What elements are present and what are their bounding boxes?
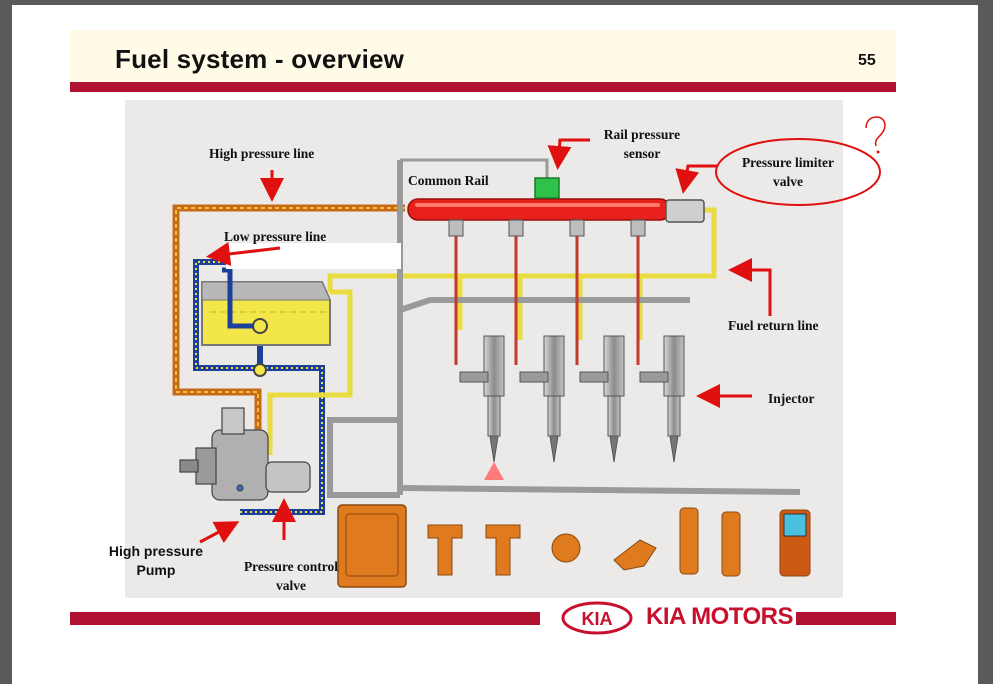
sensor-4 — [613, 539, 657, 571]
label-pressure-control-valve: Pressure control valve — [243, 559, 339, 593]
highlight-ellipse — [715, 138, 881, 206]
injectors — [459, 335, 685, 480]
injector-feed-pipes — [454, 235, 640, 365]
wiring-harness — [327, 158, 801, 498]
injector-1 — [459, 335, 505, 463]
common-rail — [407, 177, 705, 223]
label-low-pressure-line: Low pressure line — [224, 229, 327, 244]
label-rail-pressure-sensor: Rail pressure sensor — [603, 127, 681, 161]
ecu — [337, 504, 407, 588]
kia-motors-brand: KIA MOTORS — [646, 603, 794, 630]
fuel-tank — [201, 267, 331, 377]
high-pressure-line — [172, 204, 405, 455]
label-high-pressure-line: High pressure line — [209, 146, 315, 161]
question-mark-icon — [865, 116, 886, 154]
high-pressure-pump — [179, 407, 311, 501]
label-high-pressure-pump: High pressure Pump — [108, 543, 204, 578]
sensor-1 — [427, 524, 463, 576]
fuel-spray — [484, 462, 504, 480]
annotation-arrow-icon — [199, 521, 240, 544]
kia-logo-text: KIA — [582, 609, 613, 629]
rail-fittings — [448, 219, 646, 237]
slide-title: Fuel system - overview — [115, 44, 405, 74]
label-common-rail: Common Rail — [408, 173, 489, 188]
pressure-limiter-valve — [665, 199, 705, 223]
sensors — [427, 507, 811, 577]
injector-3 — [579, 335, 625, 463]
label-backdrop — [226, 243, 401, 269]
kia-oval-logo-icon: KIA — [561, 601, 633, 635]
annotation-arrows — [199, 138, 772, 544]
label-injector: Injector — [768, 391, 815, 406]
label-fuel-return-line: Fuel return line — [728, 318, 819, 333]
injector-2 — [519, 335, 565, 463]
footer-rule — [70, 612, 540, 625]
annotation-arrow-icon — [728, 258, 772, 316]
footer-rule — [796, 612, 896, 625]
label-pressure-limiter-valve: Pressure limiter valve — [741, 155, 835, 189]
title-rule — [70, 82, 896, 92]
rail-pressure-sensor — [534, 177, 560, 199]
header-band — [70, 30, 896, 82]
injector-4 — [639, 335, 685, 463]
annotation-arrow-icon — [675, 164, 718, 194]
sensor-6 — [721, 511, 741, 577]
page-number: 55 — [858, 52, 876, 69]
sensor-5 — [679, 507, 699, 575]
annotation-arrow-icon — [206, 241, 281, 266]
sensor-2 — [485, 524, 521, 576]
annotation-arrow-icon — [547, 138, 590, 170]
sensor-3 — [551, 533, 581, 563]
